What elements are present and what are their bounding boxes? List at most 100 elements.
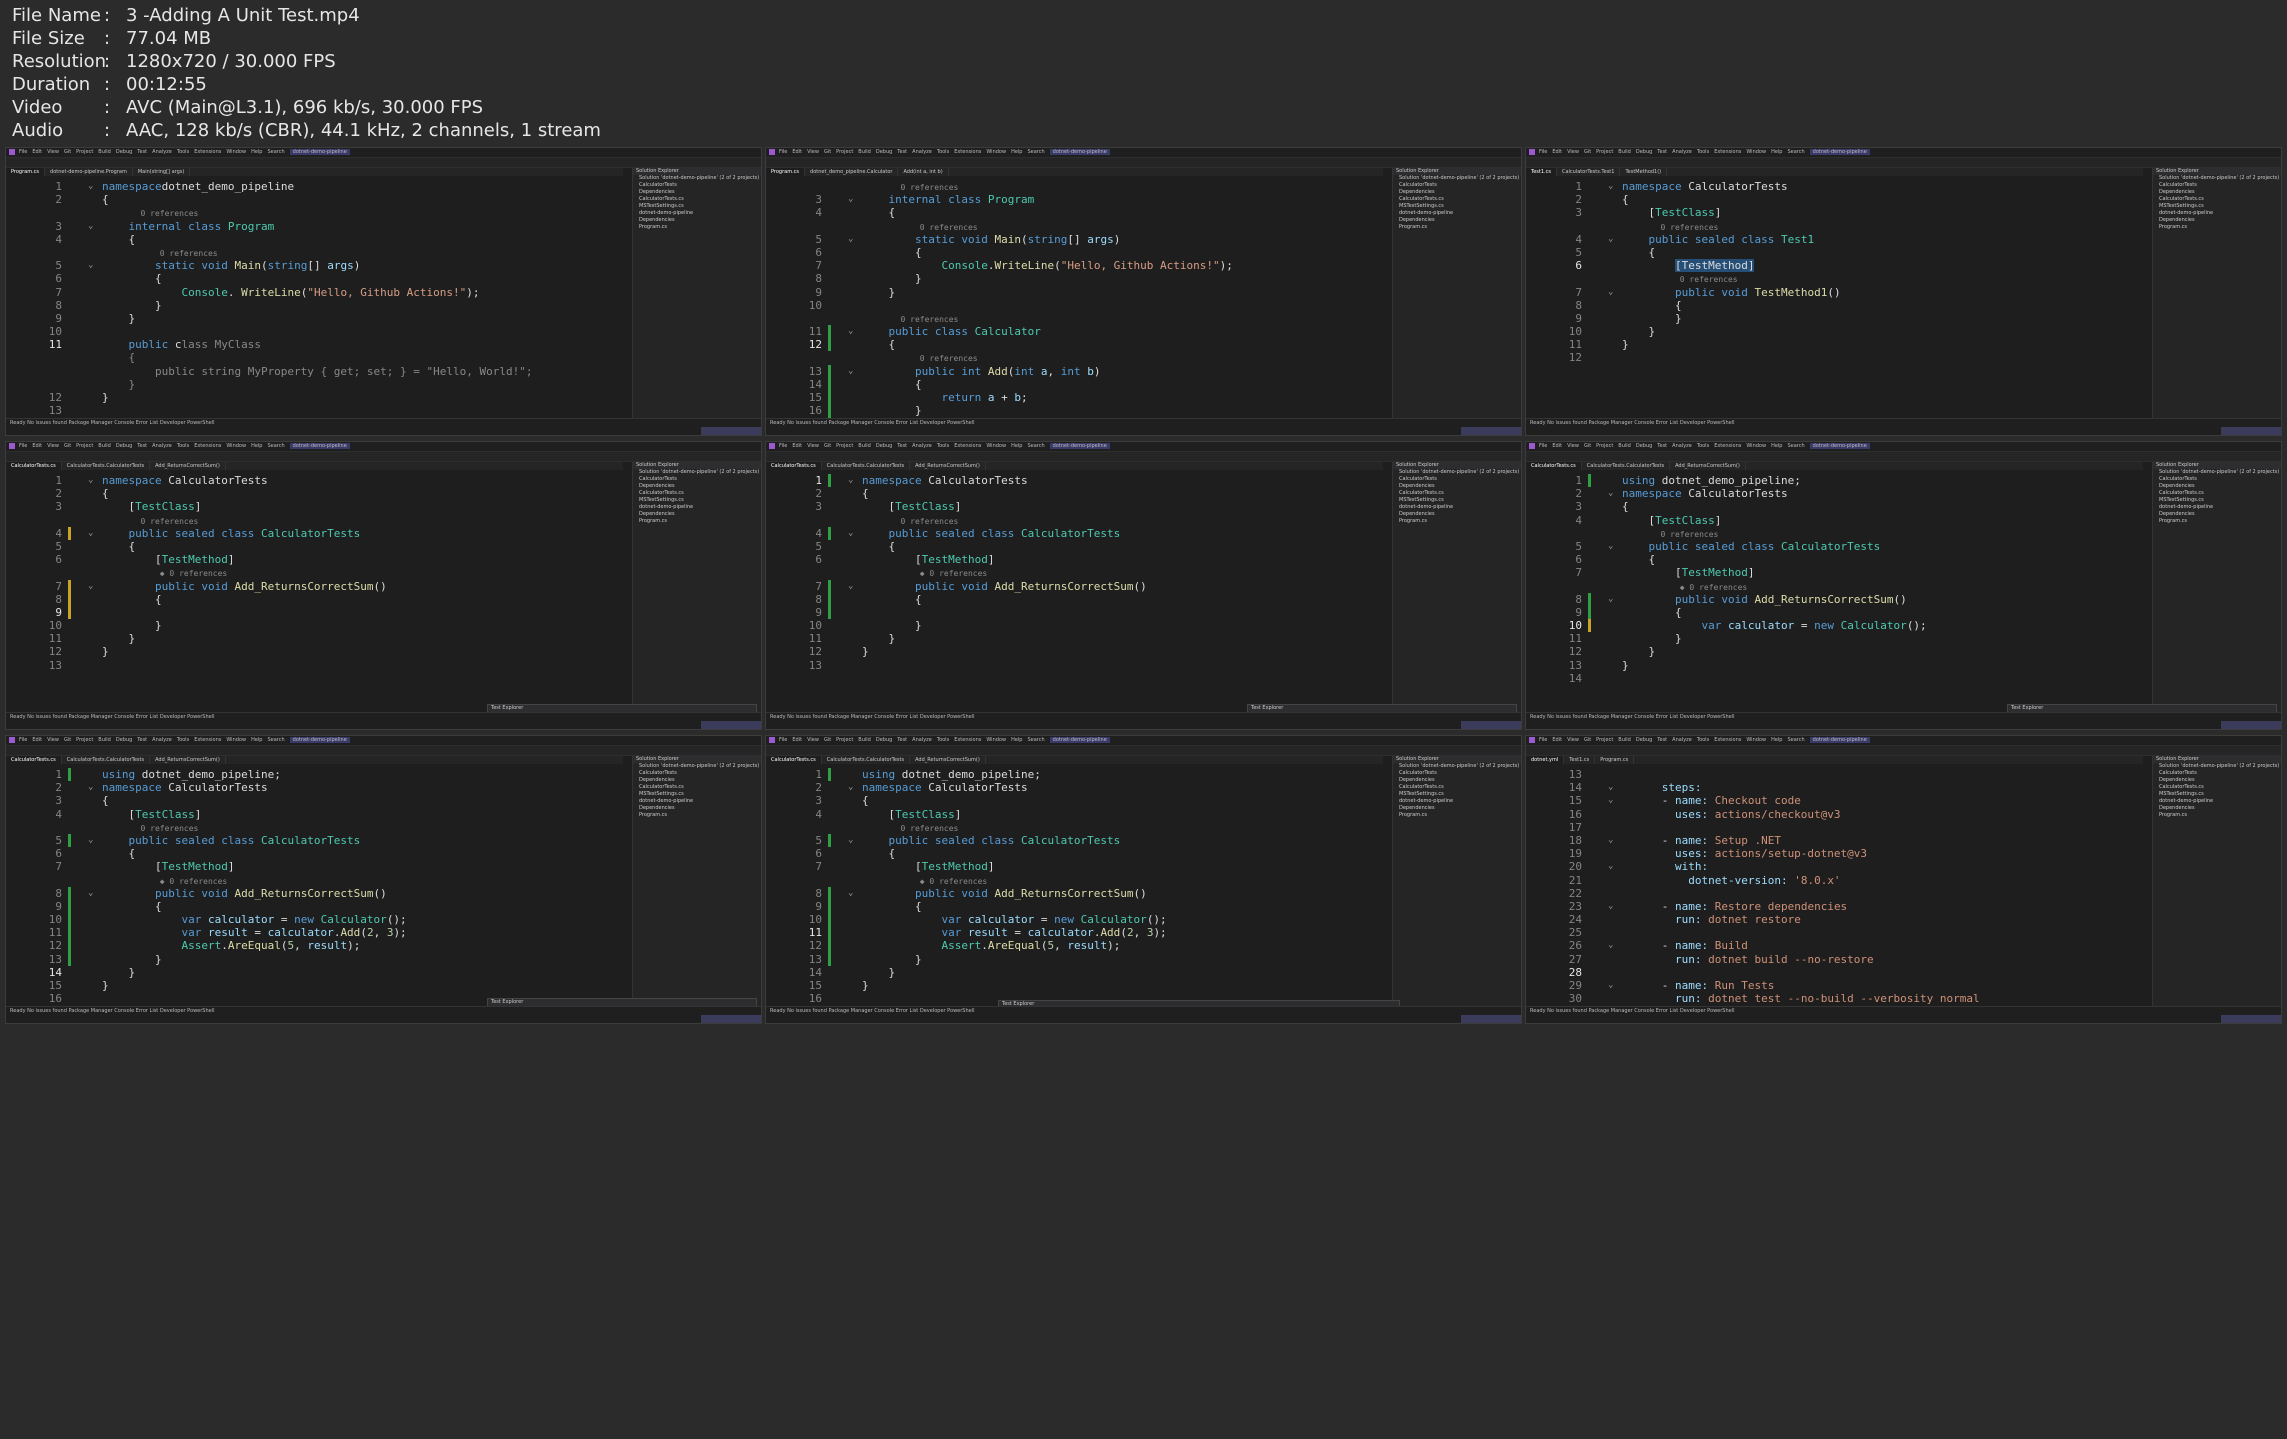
solution-tree-item[interactable]: dotnet-demo-pipeline [1399,504,1454,510]
menu-item-tools[interactable]: Tools [176,737,190,743]
fold-chevron-icon[interactable]: ⌄ [88,527,94,538]
menu-item-git[interactable]: Git [63,737,72,743]
menu-item-help[interactable]: Help [1011,737,1023,743]
menu-item-analyze[interactable]: Analyze [912,737,932,743]
solution-tree-item[interactable]: Solution 'dotnet-demo-pipeline' (2 of 2 … [1399,469,1520,475]
status-tab[interactable]: Package Manager Console [1588,1008,1655,1014]
menu-item-view[interactable]: View [47,149,59,155]
solution-tree-item[interactable]: Dependencies [639,483,675,489]
menu-item-project[interactable]: Project [1596,149,1614,155]
status-tab[interactable]: Error List [1655,1008,1679,1014]
fold-chevron-icon[interactable]: ⌄ [848,475,854,485]
editor-tab[interactable]: CalculatorTests.cs [766,462,822,470]
status-tab[interactable]: Error List [1655,714,1679,720]
menu-item-debug[interactable]: Debug [875,149,893,155]
status-tab[interactable]: Developer PowerShell [1679,420,1735,426]
fold-chevron-icon[interactable]: ⌄ [1608,593,1614,604]
solution-tree-item[interactable]: CalculatorTests.cs [639,196,684,202]
solution-tree-item[interactable]: CalculatorTests.cs [1399,784,1444,790]
solution-tree-item[interactable]: Dependencies [2159,805,2195,811]
menu-item-tools[interactable]: Tools [936,443,950,449]
menu-item-extensions[interactable]: Extensions [1714,443,1742,449]
status-tab[interactable]: Package Manager Console [828,420,895,426]
fold-chevron-icon[interactable]: ⌄ [1608,795,1614,806]
status-tab[interactable]: Error List [895,1008,919,1014]
fold-chevron-icon[interactable]: ⌄ [1608,488,1614,499]
solution-tree-item[interactable]: Dependencies [639,189,675,195]
editor-tab[interactable]: Program.cs [1595,756,1635,764]
solution-tree-item[interactable]: CalculatorTests.cs [1399,196,1444,202]
menu-item-extensions[interactable]: Extensions [194,149,222,155]
editor-tab[interactable]: Add_ReturnsCorrectSum() [150,462,226,470]
menu-item-analyze[interactable]: Analyze [1672,737,1692,743]
editor-tab[interactable]: Test1.cs [1526,168,1557,176]
solution-tree-item[interactable]: Dependencies [2159,483,2195,489]
editor-tab[interactable]: dotnet_demo_pipeline.Calculator [805,168,899,176]
menu-item-window[interactable]: Window [1746,737,1767,743]
menu-item-window[interactable]: Window [1746,149,1767,155]
menu-item-tools[interactable]: Tools [936,737,950,743]
menu-item-test[interactable]: Test [1657,737,1668,743]
menu-item-project[interactable]: Project [76,149,94,155]
status-tab[interactable]: Developer PowerShell [159,1008,215,1014]
solution-tree-item[interactable]: Solution 'dotnet-demo-pipeline' (2 of 2 … [639,175,760,181]
menu-item-test[interactable]: Test [137,737,148,743]
menu-item-analyze[interactable]: Analyze [152,737,172,743]
menu-item-extensions[interactable]: Extensions [954,443,982,449]
status-tab[interactable]: Developer PowerShell [1679,1008,1735,1014]
menu-item-test[interactable]: Test [137,443,148,449]
menu-item-test[interactable]: Test [1657,149,1668,155]
menu-item-view[interactable]: View [47,443,59,449]
menu-item-edit[interactable]: Edit [32,737,43,743]
menu-item-tools[interactable]: Tools [1696,149,1710,155]
menu-item-test[interactable]: Test [897,443,908,449]
menu-item-build[interactable]: Build [98,443,111,449]
solution-tree-item[interactable]: CalculatorTests [1399,182,1437,188]
menu-item-build[interactable]: Build [98,149,111,155]
solution-tree-item[interactable]: Dependencies [2159,217,2195,223]
solution-tree-item[interactable]: Solution 'dotnet-demo-pipeline' (2 of 2 … [639,469,760,475]
menu-item-analyze[interactable]: Analyze [152,443,172,449]
solution-tree-item[interactable]: CalculatorTests [639,770,677,776]
menu-item-build[interactable]: Build [1618,737,1631,743]
editor-tab[interactable]: CalculatorTests.CalculatorTests [62,462,151,470]
status-tab[interactable]: Error List [135,714,159,720]
editor-tab[interactable]: CalculatorTests.cs [6,462,62,470]
status-tab[interactable]: Developer PowerShell [919,714,975,720]
fold-chevron-icon[interactable]: ⌄ [1608,861,1614,872]
menu-item-analyze[interactable]: Analyze [912,443,932,449]
fold-chevron-icon[interactable]: ⌄ [88,475,94,485]
solution-tree-item[interactable]: dotnet-demo-pipeline [2159,210,2214,216]
solution-tree-item[interactable]: CalculatorTests [1399,770,1437,776]
fold-chevron-icon[interactable]: ⌄ [88,887,94,898]
solution-tree-item[interactable]: CalculatorTests.cs [2159,784,2204,790]
solution-tree-item[interactable]: MSTestSettings.cs [2159,497,2204,503]
menu-item-git[interactable]: Git [823,737,832,743]
solution-tree-item[interactable]: MSTestSettings.cs [639,497,684,503]
menu-item-search[interactable]: Search [1027,149,1045,155]
solution-tree-item[interactable]: dotnet-demo-pipeline [639,210,694,216]
menu-item-help[interactable]: Help [1011,443,1023,449]
menu-item-view[interactable]: View [807,149,819,155]
editor-tab[interactable]: Program.cs [766,168,806,176]
menu-item-tools[interactable]: Tools [1696,737,1710,743]
status-tab[interactable]: Error List [895,420,919,426]
fold-chevron-icon[interactable]: ⌄ [88,220,94,231]
menu-item-edit[interactable]: Edit [792,737,803,743]
solution-tree-item[interactable]: dotnet-demo-pipeline [639,798,694,804]
solution-tree-item[interactable]: MSTestSettings.cs [639,791,684,797]
solution-tree-item[interactable]: Dependencies [639,511,675,517]
menu-item-file[interactable]: File [19,149,28,155]
menu-item-debug[interactable]: Debug [115,443,133,449]
solution-tree-item[interactable]: CalculatorTests.cs [2159,196,2204,202]
menu-item-view[interactable]: View [47,737,59,743]
fold-chevron-icon[interactable]: ⌄ [848,365,854,376]
menu-item-git[interactable]: Git [823,443,832,449]
menu-item-view[interactable]: View [807,737,819,743]
menu-item-test[interactable]: Test [897,737,908,743]
solution-tree-item[interactable]: Dependencies [1399,805,1435,811]
menu-item-project[interactable]: Project [836,737,854,743]
menu-item-window[interactable]: Window [986,149,1007,155]
